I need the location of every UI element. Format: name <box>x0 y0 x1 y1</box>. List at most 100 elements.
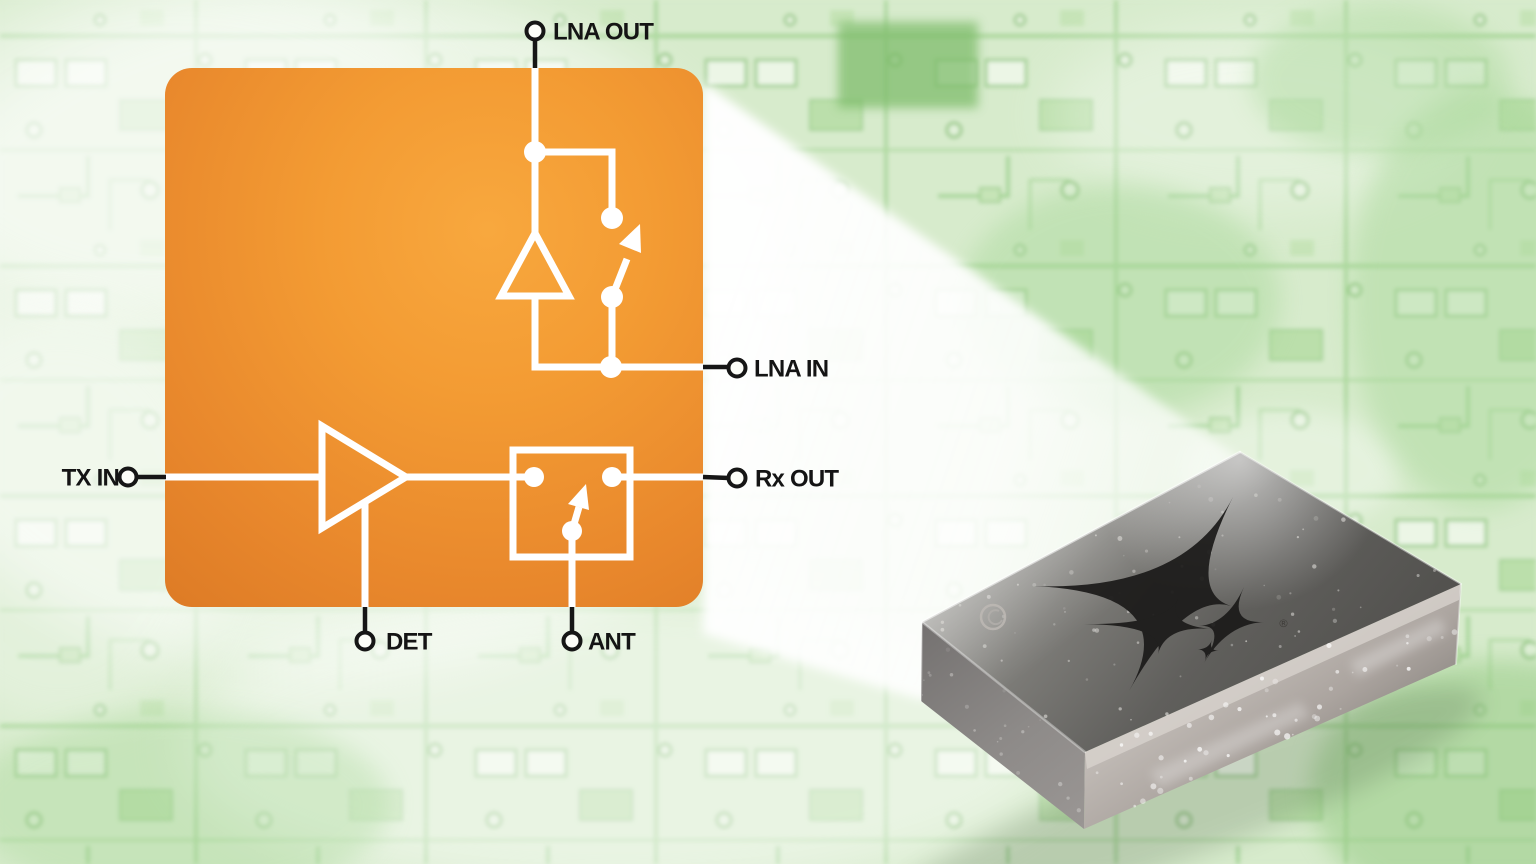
speckle <box>1095 771 1099 775</box>
speckle <box>1178 536 1181 539</box>
antenna-switch-left-contact <box>524 467 544 487</box>
speckle <box>982 644 987 649</box>
speckle <box>1014 631 1016 634</box>
speckle <box>1272 713 1277 718</box>
speckle <box>1451 629 1458 635</box>
skyworks-spark-logo <box>1032 497 1264 691</box>
speckle <box>1339 707 1342 710</box>
block-diagram: LNA OUT LNA IN TX IN Rx OUT DET ANT <box>62 19 840 656</box>
speckle <box>1188 776 1193 781</box>
speckle <box>1066 796 1070 800</box>
speckle <box>1221 510 1224 514</box>
label-lna-in: LNA IN <box>754 356 828 383</box>
speckle <box>1002 689 1006 693</box>
speckle <box>1122 554 1125 557</box>
speckle <box>1027 725 1030 728</box>
speckle <box>1003 724 1007 728</box>
speckle <box>1119 743 1124 747</box>
speckle <box>996 740 999 743</box>
speckle <box>1316 704 1323 710</box>
speckle <box>1043 714 1048 719</box>
speckle <box>1148 731 1153 736</box>
speckle <box>1226 754 1230 758</box>
speckle <box>1133 804 1137 808</box>
speckle <box>1312 564 1317 569</box>
speckle <box>1302 528 1305 531</box>
speckle <box>1159 775 1163 779</box>
terminal-lna-out <box>524 20 546 42</box>
chip-package-photo: ® <box>888 450 1482 864</box>
bypass-switch-arrowhead <box>619 224 641 253</box>
terminal-det <box>354 630 376 652</box>
spark-medium <box>1084 599 1212 654</box>
schematic-nodes <box>524 141 641 541</box>
speckle <box>1264 688 1269 693</box>
speckle <box>1062 607 1066 610</box>
speckle <box>1203 750 1209 756</box>
speckle <box>1094 628 1100 633</box>
bypass-switch-top-contact <box>601 207 623 229</box>
speckle <box>1405 634 1410 639</box>
speckle <box>1284 733 1291 740</box>
speckle <box>1237 707 1242 712</box>
speckle <box>1277 497 1282 502</box>
speckle <box>1289 592 1292 595</box>
speckle <box>1069 570 1074 575</box>
speckle <box>1221 534 1224 537</box>
speckle <box>1351 671 1354 674</box>
label-rx-out: Rx OUT <box>755 466 839 493</box>
speckle <box>1113 663 1116 666</box>
speckle <box>1053 623 1056 626</box>
wire-lna-rail <box>531 296 703 371</box>
speckle <box>949 673 954 677</box>
terminal-leads <box>136 40 730 633</box>
speckle <box>923 679 925 681</box>
speckle <box>940 627 945 632</box>
speckle <box>1406 666 1411 671</box>
speckle <box>1274 729 1281 736</box>
label-ant: ANT <box>588 629 636 656</box>
speckle <box>1130 718 1132 721</box>
chip-left-face <box>921 622 1085 829</box>
speckle <box>1208 714 1215 721</box>
junction-dot <box>524 141 546 163</box>
speckle <box>1043 583 1046 587</box>
speckle <box>1294 718 1298 722</box>
speckle <box>1314 715 1321 722</box>
speckle <box>1208 496 1214 502</box>
speckle <box>1328 686 1334 691</box>
speckle <box>1158 755 1164 761</box>
chip-edge-highlights <box>920 450 1462 754</box>
chip-front-streak <box>1150 702 1310 788</box>
speckle <box>1426 636 1432 642</box>
chip-front-streak-2 <box>1350 618 1447 677</box>
wire-bypass-branch <box>535 148 616 216</box>
speckle <box>1168 501 1171 504</box>
chip-front-speckles <box>1095 629 1458 808</box>
speckle <box>1326 642 1332 649</box>
pin1-indicator-icon <box>979 603 1007 631</box>
terminal-tx-in <box>117 466 139 488</box>
speckle <box>1136 641 1140 644</box>
speckle <box>1296 535 1300 539</box>
speckle <box>1337 589 1340 592</box>
speckle <box>1245 640 1248 643</box>
speckle <box>1223 702 1229 708</box>
speckle <box>1197 484 1201 489</box>
speckle <box>1150 783 1157 790</box>
speckle <box>1406 642 1409 645</box>
speckle <box>1120 782 1123 786</box>
speckle <box>1117 536 1123 541</box>
speckle <box>1341 517 1346 522</box>
speckle <box>1064 611 1066 613</box>
spark-small <box>1199 587 1264 663</box>
speckle <box>1290 612 1295 616</box>
terminal-labels: LNA OUT LNA IN TX IN Rx OUT DET ANT <box>62 19 840 656</box>
registered-mark: ® <box>1278 617 1289 630</box>
speckle <box>1140 798 1146 804</box>
spark-tiny-diamond <box>1197 640 1219 661</box>
speckle <box>1157 787 1164 794</box>
speckle <box>1186 722 1192 728</box>
speckle <box>1313 516 1319 521</box>
